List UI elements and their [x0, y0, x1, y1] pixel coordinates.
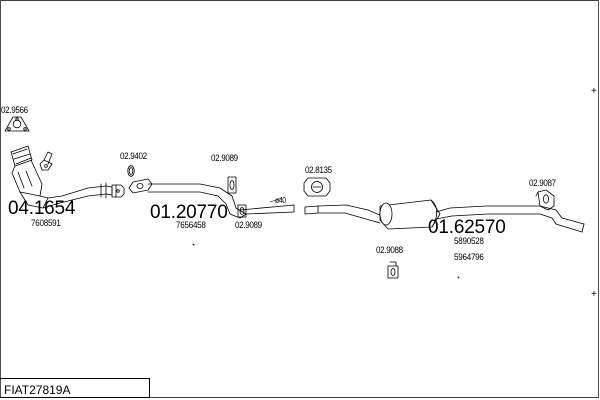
diameter-label: ø40 — [275, 196, 286, 205]
ref-number: 7608591 — [31, 218, 61, 229]
margin-mark-2: + — [591, 289, 597, 300]
intermediate-pipe-drawing — [128, 178, 295, 219]
flange-clamp-icon — [111, 184, 125, 198]
ref-number-4: 5964796 — [454, 252, 484, 263]
part-code-gasket-2: 02.9402 — [120, 151, 147, 162]
main-part-rear-silencer: 01.62570 — [428, 217, 506, 238]
gasket-triangle-icon — [4, 116, 30, 132]
gasket-ring-icon — [127, 165, 135, 177]
ref-number-2: 7656458 — [176, 220, 206, 231]
hanger-bracket-icon — [387, 261, 399, 279]
model-code: FIAT27819A — [4, 383, 71, 397]
rear-silencer-drawing — [304, 199, 585, 233]
part-code-gasket: 02.9566 — [1, 105, 28, 116]
rubber-hanger-icon — [227, 176, 237, 194]
main-part-front-pipe: 04.1654 — [8, 198, 76, 219]
diameter-arrow — [269, 197, 283, 203]
hanger-bracket-icon-2 — [535, 189, 555, 211]
part-code-hanger-3: 02.9088 — [376, 245, 403, 256]
margin-mark: + — [591, 86, 597, 97]
footer-model-box: FIAT27819A — [0, 378, 150, 398]
pipe-clamp-icon — [303, 177, 331, 197]
part-code-hanger-rear: 02.9087 — [529, 178, 556, 189]
part-code-hanger: 02.9089 — [211, 153, 238, 164]
catalytic-converter-drawing — [10, 145, 113, 209]
tick-mark — [457, 276, 460, 279]
part-code-clamp: 02.8135 — [305, 165, 332, 176]
rubber-hanger-icon-2 — [237, 204, 247, 218]
tick-mark — [192, 243, 195, 246]
ref-number-3: 5890528 — [454, 236, 484, 247]
main-part-intermediate-pipe: 01.20770 — [150, 202, 228, 223]
part-code-hanger-2: 02.9089 — [235, 220, 262, 231]
